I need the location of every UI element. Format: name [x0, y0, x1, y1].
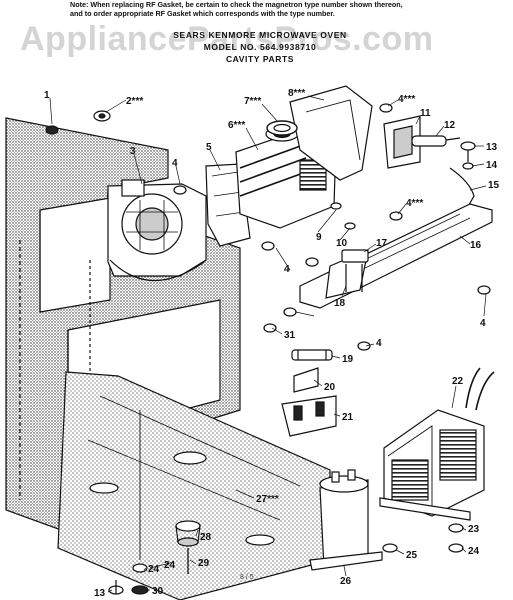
- callout-label: 4: [480, 318, 486, 329]
- rf-gasket: [266, 120, 298, 136]
- callout-label: 9: [316, 232, 322, 243]
- callout-label: 20: [324, 382, 336, 393]
- callout-label: 16: [470, 240, 482, 251]
- capacitor: [309, 469, 383, 571]
- callout-label: 23: [468, 524, 480, 535]
- callout-label: 3: [130, 146, 136, 157]
- callout-label: 4***: [406, 198, 423, 209]
- callout-label: 10: [336, 238, 348, 249]
- fuse: [291, 349, 333, 361]
- callout-label: 31: [284, 330, 296, 341]
- screw-set-right: [460, 141, 476, 170]
- callout-label: 25: [406, 550, 418, 561]
- callout-label: 14: [486, 160, 498, 171]
- callout-label: 12: [444, 120, 456, 131]
- note-line-2: and to order appropriate RF Gasket which…: [70, 9, 335, 18]
- rubber-foot: [175, 520, 201, 547]
- callout-label: 11: [420, 108, 431, 119]
- screw-misc: [45, 103, 491, 351]
- callout-label: 24: [148, 564, 160, 575]
- fuse-clip: [293, 367, 319, 393]
- header-section: CAVITY PARTS: [225, 54, 295, 64]
- thermal-fuse: [411, 135, 461, 147]
- callout-label: 6***: [228, 120, 245, 131]
- callout-label: 2***: [126, 96, 143, 107]
- callout-label: 24: [468, 546, 480, 557]
- callout-label: 4: [284, 264, 290, 275]
- terminal-block: [281, 395, 337, 437]
- callout-label: 21: [342, 412, 354, 423]
- callout-label: 1: [44, 90, 50, 101]
- interlock-switch: [341, 249, 369, 292]
- callout-label: 26: [340, 576, 352, 587]
- callout-label: 30: [152, 586, 164, 597]
- note-line-1: Note: When replacing RF Gasket, be certa…: [70, 0, 403, 9]
- callout-label: 4: [172, 158, 178, 169]
- callout-label: 13: [94, 588, 106, 599]
- callout-label: 15: [488, 180, 500, 191]
- callout-label: 27***: [256, 494, 279, 505]
- wire-lead: [449, 167, 475, 211]
- mount-bracket: [383, 115, 421, 169]
- callout-label: 22: [452, 376, 464, 387]
- callout-label: 28: [200, 532, 212, 543]
- callout-label: 8***: [288, 88, 305, 99]
- waveguide: [289, 85, 373, 181]
- replacement-note: Note: When replacing RF Gasket, be certa…: [70, 0, 510, 18]
- callout-label: 13: [486, 142, 498, 153]
- nut-set-right: [382, 523, 464, 553]
- callout-label: 19: [342, 354, 354, 365]
- callout-label: 4***: [398, 94, 415, 105]
- watermark-text: AppliancePartsPros.com: [20, 20, 434, 58]
- callout-label: 29: [198, 558, 210, 569]
- callout-label: 5: [206, 142, 212, 153]
- leader-lines: [49, 95, 487, 593]
- transformer: [379, 367, 495, 521]
- callout-label: 17: [376, 238, 388, 249]
- callout-label: 7***: [244, 96, 261, 107]
- callout-label: 18: [334, 298, 346, 309]
- header-model: MODEL NO. 564.9938710: [203, 42, 317, 52]
- callout-label: 24: [164, 560, 176, 571]
- page-number: 8 / 5: [240, 574, 254, 581]
- fan-motor: [107, 179, 207, 282]
- callout-label: 4: [376, 338, 382, 349]
- header-brand: SEARS KENMORE MICROWAVE OVEN: [173, 30, 347, 40]
- screw-set-bottom: [108, 563, 149, 595]
- callout-labels: 1 2*** 3 4 5 6*** 7*** 8*** 4*** 11 12 1…: [44, 88, 500, 599]
